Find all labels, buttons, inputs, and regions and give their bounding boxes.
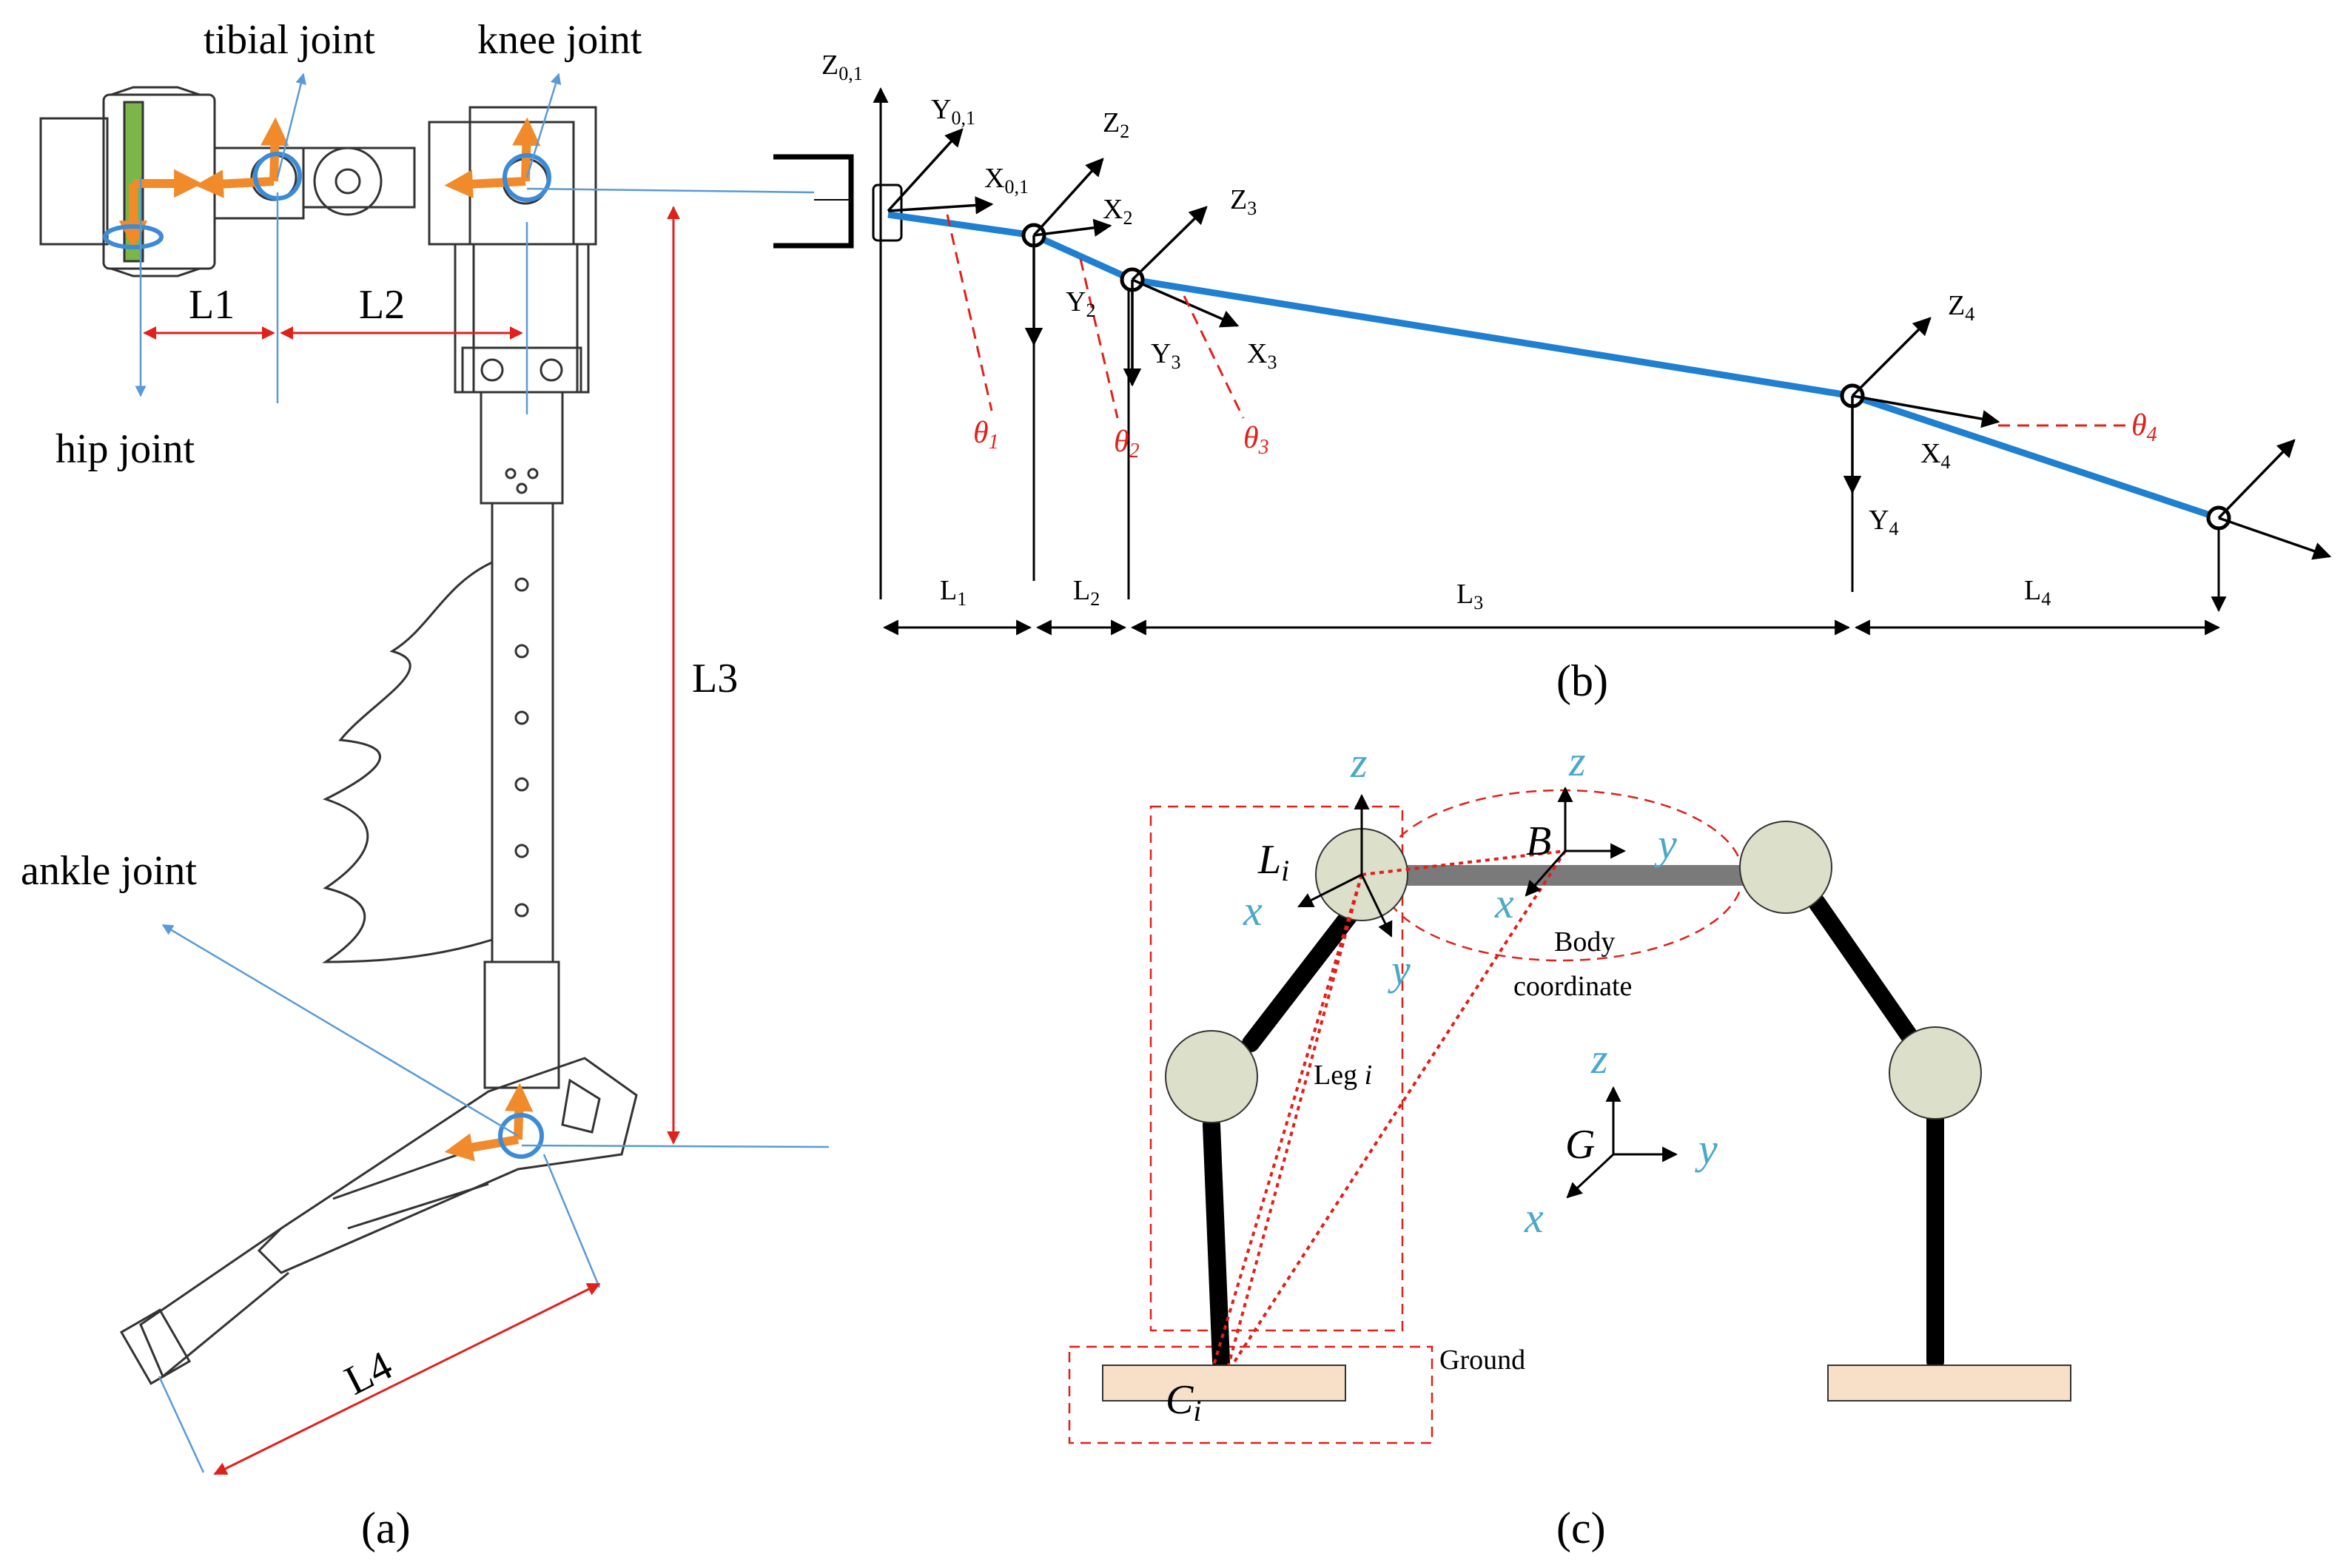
panel-c: z x y Li z y x B Body coordinate Leg i z… — [1068, 737, 2071, 1552]
frame-axes — [887, 128, 2332, 560]
base-bracket — [773, 154, 854, 249]
y4-label: Y4 — [1869, 505, 1898, 539]
tibial-joint-arrows — [195, 117, 302, 201]
leg-frame-label: Li — [1257, 837, 1289, 887]
leg-joints — [1165, 821, 1982, 1123]
leader-lines — [135, 73, 830, 1473]
shank — [322, 391, 564, 1089]
body-coordinate-label-2: coordinate — [1513, 971, 1632, 1002]
x2-label: X2 — [1103, 194, 1132, 229]
y3-label: Y3 — [1151, 338, 1180, 373]
y01-label: Y0,1 — [931, 94, 975, 129]
hip-joint-label: hip joint — [56, 426, 195, 472]
leg-y-label: y — [1388, 946, 1411, 994]
z2-label: Z2 — [1103, 107, 1129, 142]
dimension-lines-a — [143, 206, 680, 1476]
l1-label-b: L1 — [940, 575, 967, 610]
z3-label: Z3 — [1230, 184, 1257, 219]
global-x-label: x — [1524, 1194, 1544, 1242]
ground-label: Ground — [1439, 1345, 1525, 1376]
ankle-joint-arrows — [444, 1083, 544, 1162]
legs — [1203, 894, 1944, 1370]
contact-label: Ci — [1166, 1377, 1201, 1427]
l4-label-b: L4 — [2024, 575, 2051, 610]
body-frame-label: B — [1526, 818, 1551, 864]
l3-label-b: L3 — [1456, 579, 1483, 613]
global-z-label: z — [1590, 1034, 1608, 1083]
knee-housing — [428, 106, 597, 394]
caption-b: (b) — [1556, 656, 1608, 705]
panel-a: tibial joint knee joint hip joint ankle … — [21, 17, 830, 1552]
foot — [119, 1057, 638, 1385]
leg-x-label: x — [1243, 886, 1263, 935]
global-frame-axes — [1566, 1086, 1678, 1199]
body-coordinate-label-1: Body — [1554, 926, 1615, 958]
l4-label-a: L4 — [337, 1342, 400, 1404]
body-frame-axes — [1525, 786, 1627, 897]
theta4-label: θ4 — [2131, 408, 2157, 446]
x01-label: X0,1 — [984, 163, 1029, 198]
z01-label: Z0,1 — [821, 50, 863, 84]
l2-label-b: L2 — [1073, 575, 1100, 610]
link-chain — [887, 211, 2220, 522]
body-y-label: y — [1654, 820, 1677, 868]
body-x-label: x — [1494, 879, 1514, 927]
theta3-label: θ3 — [1243, 421, 1269, 459]
l3-label-a: L3 — [692, 656, 738, 701]
global-frame-label: G — [1565, 1122, 1595, 1168]
x3-label: X3 — [1247, 338, 1277, 373]
ground-pads — [1102, 1365, 2071, 1402]
knee-joint-label: knee joint — [477, 17, 642, 63]
caption-a: (a) — [361, 1504, 411, 1552]
z4-label: Z4 — [1948, 290, 1974, 325]
theta1-label: θ1 — [973, 416, 999, 454]
y2-label: Y2 — [1066, 286, 1095, 321]
leg-frame-axes — [1297, 793, 1393, 938]
position-vectors — [1212, 849, 1567, 1367]
knee-joint-arrows — [444, 117, 551, 202]
leg-i-label: Leg i — [1314, 1060, 1372, 1091]
ankle-joint-label: ankle joint — [21, 848, 197, 894]
angle-lines — [946, 214, 2131, 427]
tibial-joint-label: tibial joint — [204, 17, 375, 63]
global-y-label: y — [1695, 1125, 1718, 1173]
x4-label: X4 — [1920, 438, 1950, 473]
hip-joint-arrows — [103, 169, 203, 249]
joint-markers — [1021, 223, 2231, 531]
l2-label-a: L2 — [359, 282, 405, 328]
theta2-label: θ2 — [1114, 425, 1140, 462]
leg-z-label: z — [1350, 738, 1368, 787]
panel-b: Z0,1 Y0,1 X0,1 Z2 X2 Y2 Z3 Y3 X3 Z4 X4 Y… — [773, 50, 2332, 705]
body-z-label: z — [1568, 737, 1586, 785]
caption-c: (c) — [1556, 1504, 1606, 1552]
tibial-link — [213, 147, 416, 220]
l1-label-a: L1 — [189, 282, 235, 328]
